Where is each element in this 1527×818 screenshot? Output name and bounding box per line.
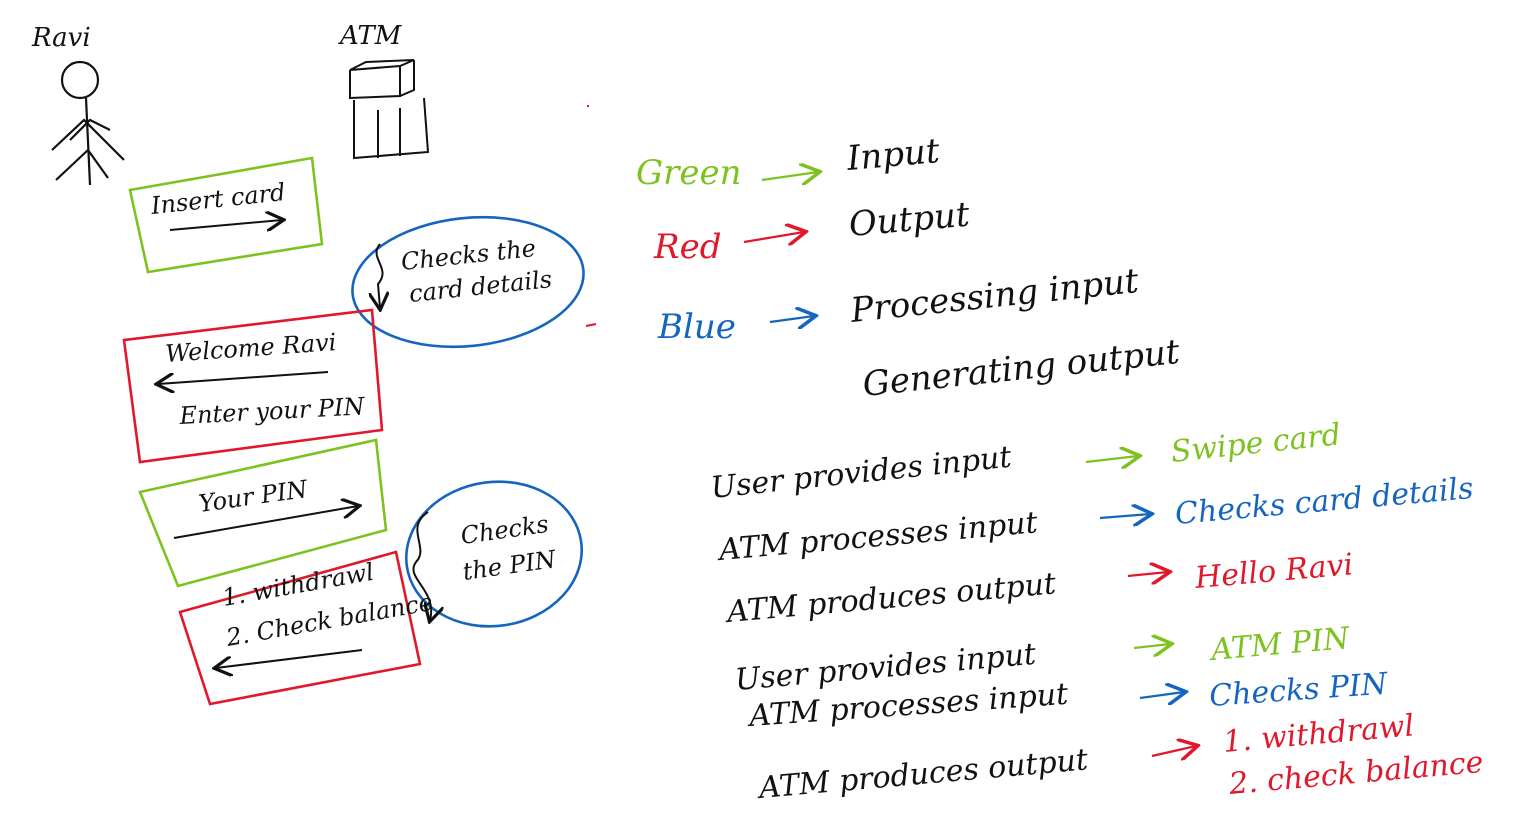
menu-box — [178, 550, 422, 706]
legend-blue-meaning-2: Generating output — [861, 332, 1182, 405]
legend-blue-arrow — [769, 316, 814, 322]
flow-actor-text: User provides input — [709, 439, 1014, 505]
welcome-box — [122, 308, 384, 464]
flow-result-text: Hello Ravi — [1193, 547, 1355, 596]
flow-result-text: Checks card details — [1174, 471, 1475, 532]
flow-result-text: ATM PIN — [1207, 621, 1353, 668]
menu-arrow — [216, 649, 363, 668]
welcome-arrow — [158, 371, 329, 384]
stick-figure-icon — [51, 60, 125, 186]
check-pin-line2: the PIN — [461, 545, 559, 586]
check-card-bubble — [351, 215, 585, 349]
user-actor-label: Ravi — [31, 23, 91, 53]
legend-red-meaning: Output — [847, 195, 971, 245]
legend-green-label: Green — [636, 153, 742, 193]
your-pin-label: Your PIN — [197, 475, 310, 518]
legend-green-meaning: Input — [844, 131, 941, 179]
welcome-label: Welcome Ravi — [164, 328, 337, 368]
flow-actor-text: ATM produces output — [755, 742, 1091, 806]
flow-actor-text: ATM processes input — [715, 505, 1040, 568]
check-pin-arrow — [412, 511, 431, 620]
legend-blue-meaning: Processing input — [848, 261, 1141, 331]
flow-arrow — [1127, 572, 1168, 576]
flow-result-text: Checks PIN — [1208, 667, 1390, 714]
flow-result-text: Swipe card — [1169, 417, 1342, 470]
flow-arrow — [1085, 456, 1138, 462]
legend-red-label: Red — [653, 227, 722, 267]
insert-card-arrow — [169, 220, 282, 230]
your-pin-arrow — [173, 506, 358, 539]
legend-blue-label: Blue — [657, 307, 736, 347]
flow-arrow — [1139, 692, 1184, 698]
check-pin-bubble — [404, 480, 584, 628]
flow-arrow — [1099, 514, 1150, 518]
atm-machine-icon — [349, 59, 430, 160]
legend-red-arrow — [743, 232, 804, 242]
flow-actor-text: ATM produces output — [723, 566, 1059, 630]
check-card-arrow — [377, 243, 383, 308]
legend-green-arrow — [761, 172, 818, 180]
stray-mark — [585, 323, 597, 327]
legend: Green Input Red Output Blue Processing i… — [636, 131, 1182, 405]
flow-arrow — [1133, 644, 1170, 648]
your-pin-box — [138, 438, 388, 588]
insert-card-box — [128, 156, 324, 274]
check-pin-line1: Checks — [459, 510, 550, 550]
flow-arrow — [1151, 746, 1196, 756]
atm-actor-label: ATM — [338, 21, 403, 51]
enter-pin-label: Enter your PIN — [178, 392, 366, 430]
